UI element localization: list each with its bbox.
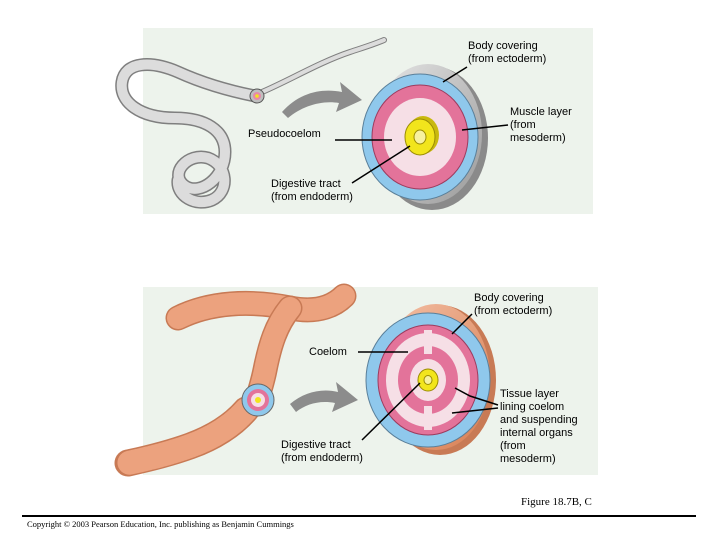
body-covering-label-top: Body covering (from ectoderm) bbox=[468, 40, 547, 65]
footer-divider bbox=[22, 515, 696, 517]
digestive-tract-label-top: Digestive tract (from endoderm) bbox=[271, 178, 353, 203]
muscle-layer-leader bbox=[461, 124, 509, 131]
digestive-tract-bottom-leader bbox=[361, 382, 421, 441]
earthworm bbox=[114, 283, 357, 477]
copyright-notice: Copyright © 2003 Pearson Education, Inc.… bbox=[27, 519, 294, 529]
enlarge-arrow-icon bbox=[282, 82, 362, 118]
tissue-layer-label: Tissue layer lining coelom and suspendin… bbox=[500, 388, 578, 465]
muscle-layer-label: Muscle layer (from mesoderm) bbox=[510, 106, 572, 144]
body-covering-bottom-leader bbox=[451, 313, 473, 335]
digestive-tract-top-leader bbox=[351, 145, 411, 184]
roundworm-section bbox=[361, 64, 488, 210]
roundworm bbox=[115, 37, 387, 209]
body-covering-label-bottom: Body covering (from ectoderm) bbox=[474, 292, 553, 317]
roundworm-cross-section-icon bbox=[249, 88, 265, 104]
coelom-label: Coelom bbox=[309, 346, 347, 358]
body-covering-top-leader bbox=[442, 66, 468, 83]
earthworm-cross-section-icon bbox=[241, 383, 275, 417]
enlarge-arrow-icon bbox=[290, 382, 358, 412]
pseudocoelom-label: Pseudocoelom bbox=[248, 128, 321, 140]
earthworm-section bbox=[365, 304, 496, 455]
figure-caption: Figure 18.7B, C bbox=[521, 496, 592, 508]
tissue-layer-leader-upper bbox=[454, 387, 499, 406]
tissue-layer-leader-lower bbox=[451, 407, 499, 414]
digestive-tract-label-bottom: Digestive tract (from endoderm) bbox=[281, 439, 363, 464]
